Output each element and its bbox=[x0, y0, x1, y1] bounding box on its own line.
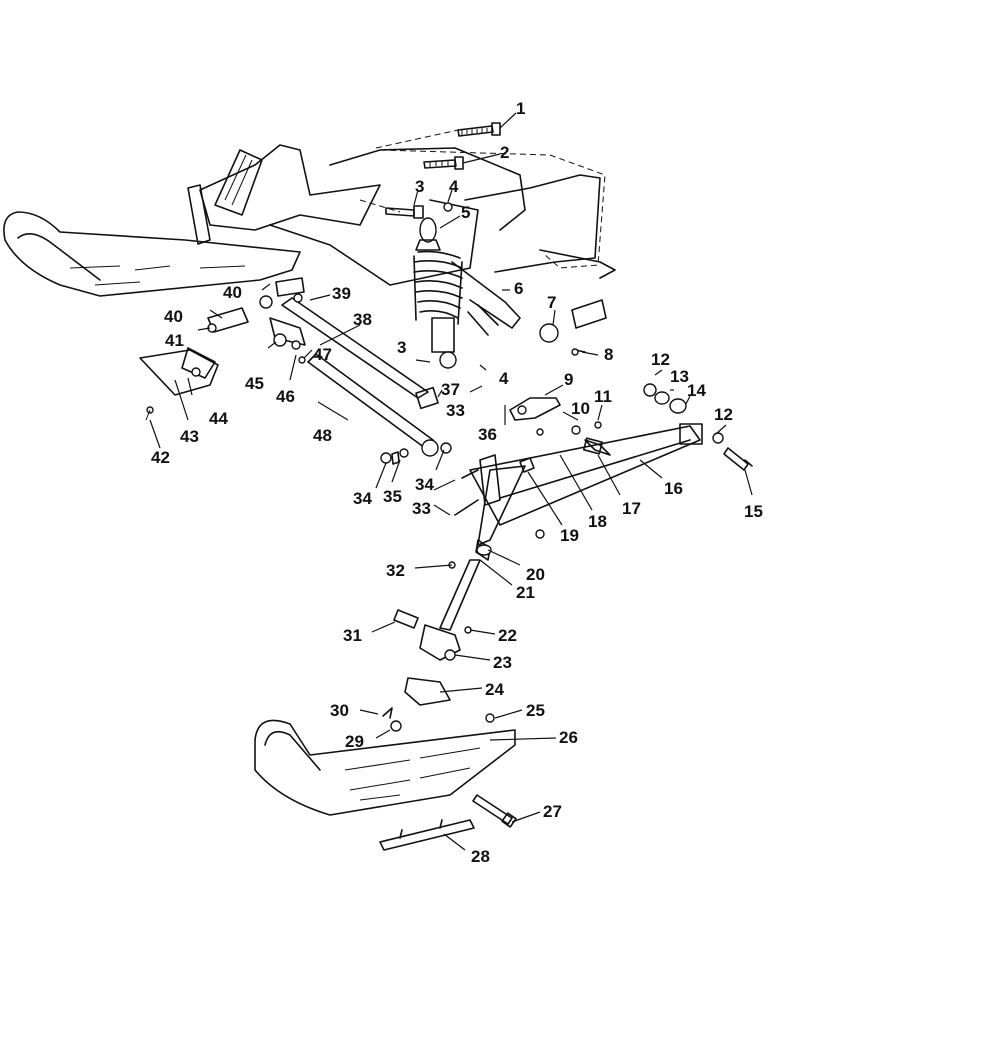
callout-33: 33 bbox=[412, 499, 431, 518]
upper-arm-assembly bbox=[451, 261, 607, 421]
callout-28: 28 bbox=[471, 847, 490, 866]
callout-4b: 4 bbox=[499, 369, 509, 388]
callout-12b: 12 bbox=[714, 405, 733, 424]
callout-40: 40 bbox=[223, 283, 242, 302]
callout-24: 24 bbox=[485, 680, 504, 699]
callout-48: 48 bbox=[313, 426, 332, 445]
callout-17: 17 bbox=[622, 499, 641, 518]
callout-31: 31 bbox=[343, 626, 362, 645]
callout-3b: 3 bbox=[397, 338, 406, 357]
callout-36: 36 bbox=[478, 425, 497, 444]
callout-13: 13 bbox=[670, 367, 689, 386]
callout-23: 23 bbox=[493, 653, 512, 672]
callout-15: 15 bbox=[744, 502, 763, 521]
callout-32: 32 bbox=[386, 561, 405, 580]
callout-46: 46 bbox=[276, 387, 295, 406]
callout-8: 8 bbox=[604, 345, 613, 364]
spindle bbox=[393, 465, 526, 661]
callout-7: 7 bbox=[547, 293, 556, 312]
callout-12: 12 bbox=[651, 350, 670, 369]
callout-27: 27 bbox=[543, 802, 562, 821]
callout-38: 38 bbox=[353, 310, 372, 329]
callout-41: 41 bbox=[165, 331, 184, 350]
callout-35: 35 bbox=[383, 487, 402, 506]
bolts-top bbox=[359, 122, 501, 219]
callout-10: 10 bbox=[571, 399, 590, 418]
callout-5: 5 bbox=[461, 203, 470, 222]
callout-3: 3 bbox=[415, 177, 424, 196]
callout-14: 14 bbox=[687, 381, 706, 400]
callout-30: 30 bbox=[330, 701, 349, 720]
callout-42: 42 bbox=[151, 448, 170, 467]
callout-16: 16 bbox=[664, 479, 683, 498]
callout-34b: 34 bbox=[353, 489, 372, 508]
callout-20: 20 bbox=[526, 565, 545, 584]
callout-43: 43 bbox=[180, 427, 199, 446]
callout-2: 2 bbox=[500, 143, 509, 162]
callout-11: 11 bbox=[594, 387, 612, 406]
callout-39: 39 bbox=[332, 284, 351, 303]
callout-34: 34 bbox=[415, 475, 434, 494]
shock-absorber bbox=[413, 217, 463, 369]
background-ski-and-frame bbox=[3, 144, 616, 297]
callout-18: 18 bbox=[588, 512, 607, 531]
mounting-brackets bbox=[139, 277, 306, 421]
callout-29: 29 bbox=[345, 732, 364, 751]
callout-1: 1 bbox=[516, 99, 525, 118]
callout-19: 19 bbox=[560, 526, 579, 545]
callout-6: 6 bbox=[514, 279, 523, 298]
callout-labels: 1 2 3 4 5 6 7 8 3 4 9 10 11 12 13 14 12 … bbox=[151, 99, 763, 866]
tie-rods bbox=[281, 297, 452, 465]
front-ski bbox=[254, 677, 517, 851]
callout-22: 22 bbox=[498, 626, 517, 645]
callout-40b: 40 bbox=[164, 307, 183, 326]
leader-lines bbox=[149, 112, 753, 851]
a-arm bbox=[454, 383, 753, 539]
callout-21: 21 bbox=[516, 583, 535, 602]
callout-9: 9 bbox=[564, 370, 573, 389]
callout-4: 4 bbox=[449, 177, 459, 196]
callout-47: 47 bbox=[313, 345, 332, 364]
callout-33b: 33 bbox=[446, 401, 465, 420]
callout-44: 44 bbox=[209, 409, 228, 428]
callout-45: 45 bbox=[245, 374, 264, 393]
callout-26: 26 bbox=[559, 728, 578, 747]
callout-37: 37 bbox=[441, 380, 460, 399]
callout-25: 25 bbox=[526, 701, 545, 720]
